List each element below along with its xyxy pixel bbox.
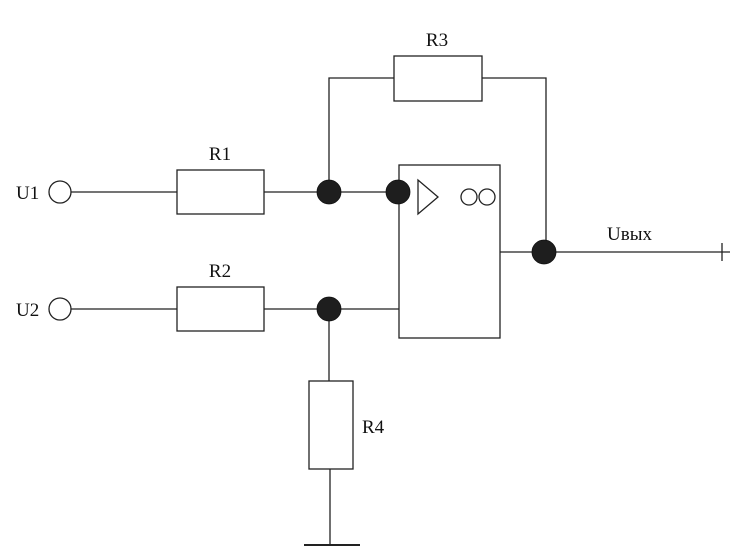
resistor-r1: [176, 169, 265, 215]
label-r2: R2: [209, 261, 231, 282]
resistor-r3: [393, 55, 483, 102]
node-output: [531, 239, 557, 265]
wire-node-r3: [328, 77, 394, 192]
resistor-r2: [176, 286, 265, 332]
wire-r3-output: [482, 77, 547, 252]
resistor-r4: [308, 380, 354, 470]
node-inverting-input: [385, 179, 411, 205]
label-r1: R1: [209, 144, 231, 165]
double-circle-icon-right: [478, 188, 496, 206]
double-circle-icon: [460, 188, 478, 206]
node-r2-r4: [316, 296, 342, 322]
label-u2: U2: [16, 300, 39, 321]
node-r1-r3: [316, 179, 342, 205]
triangle-icon: [417, 178, 440, 216]
op-amp: [398, 164, 501, 339]
label-r3: R3: [426, 30, 448, 51]
label-r4: R4: [362, 417, 385, 438]
op-amp-body: [398, 164, 501, 339]
open-circle-icon-u1: [48, 180, 72, 204]
label-uout: Uвых: [607, 224, 652, 245]
open-circle-icon-u2: [48, 297, 72, 321]
label-u1: U1: [16, 183, 39, 204]
